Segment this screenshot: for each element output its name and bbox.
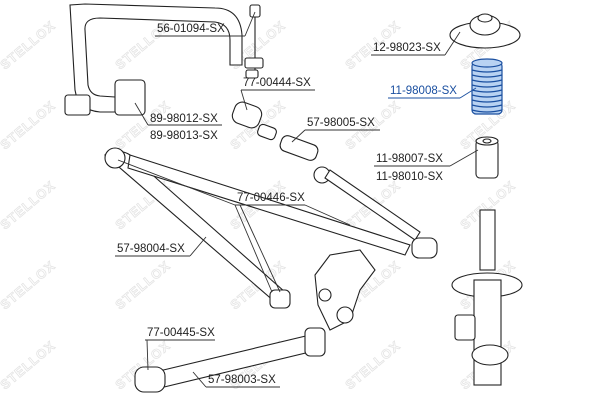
label-89-98013-sx[interactable]: 89-98013-SX (150, 130, 218, 142)
label-89-98012-sx[interactable]: 89-98012-SX (148, 113, 222, 126)
label-57-98003-sx[interactable]: 57-98003-SX (206, 374, 280, 388)
bellows-ring (471, 99, 503, 103)
label-56-01094-sx[interactable]: 56-01094-SX (155, 23, 245, 37)
svg-text:77-00446-SX[interactable]: 77-00446-SX (237, 192, 305, 204)
label-57-98004-sx[interactable]: 57-98004-SX (115, 243, 190, 257)
lateral-link-rod (231, 101, 438, 259)
shock-absorber (451, 209, 523, 386)
dust-boot (471, 58, 503, 115)
watermark-text: STELLOX (0, 258, 58, 313)
svg-text:56-01094-SX[interactable]: 56-01094-SX (157, 23, 225, 35)
svg-text:11-98010-SX[interactable]: 11-98010-SX (376, 171, 443, 183)
label-12-98023-sx[interactable]: 12-98023-SX (371, 42, 445, 56)
svg-text:89-98013-SX[interactable]: 89-98013-SX (150, 130, 218, 142)
bellows-ring (471, 89, 503, 93)
watermark-text: STELLOX (0, 98, 58, 153)
label-11-98007-sx[interactable]: 11-98007-SX (374, 153, 450, 167)
label-77-00444-sx[interactable]: 77-00444-SX (241, 77, 315, 91)
bellows-ring (471, 74, 503, 78)
label-77-00445-sx[interactable]: 77-00445-SX (145, 327, 215, 341)
bump-stop (475, 136, 499, 179)
watermark-text: STELLOX (342, 338, 403, 393)
strut-top-mount (449, 13, 521, 49)
watermark-text: STELLOX (0, 338, 58, 393)
watermark-text: STELLOX (0, 18, 58, 73)
stabilizer-bar (64, 3, 243, 116)
bellows-ring (471, 109, 503, 113)
label-11-98008-sx[interactable]: 11-98008-SX (388, 85, 460, 99)
watermark-text: STELLOX (112, 258, 173, 313)
svg-text:12-98023-SX[interactable]: 12-98023-SX (373, 42, 441, 54)
label-77-00446-sx[interactable]: 77-00446-SX (235, 192, 305, 206)
watermark-text: STELLOX (0, 178, 58, 233)
bellows-ring (471, 69, 503, 73)
part-labels: 56-01094-SX 12-98023-SX 11-98008-SX 77-0… (115, 23, 460, 388)
svg-text:89-98012-SX[interactable]: 89-98012-SX (150, 113, 218, 125)
svg-text:11-98008-SX[interactable]: 11-98008-SX (390, 85, 457, 97)
svg-text:57-98005-SX[interactable]: 57-98005-SX (307, 117, 375, 129)
svg-text:77-00444-SX[interactable]: 77-00444-SX (243, 77, 311, 89)
svg-text:11-98007-SX[interactable]: 11-98007-SX (376, 153, 443, 165)
label-57-98005-sx[interactable]: 57-98005-SX (305, 117, 380, 131)
leader-lines (117, 11, 479, 388)
stabilizer-link (244, 4, 264, 79)
label-11-98010-sx[interactable]: 11-98010-SX (376, 171, 443, 183)
bellows-ring (471, 104, 503, 108)
svg-text:77-00445-SX[interactable]: 77-00445-SX (147, 327, 215, 339)
bellows-ring (471, 84, 503, 88)
svg-text:57-98003-SX[interactable]: 57-98003-SX (208, 374, 276, 386)
rear-knuckle (314, 249, 376, 331)
bellows-ring (471, 94, 503, 98)
bellows-ring (471, 79, 503, 83)
svg-text:57-98004-SX[interactable]: 57-98004-SX (117, 243, 185, 255)
